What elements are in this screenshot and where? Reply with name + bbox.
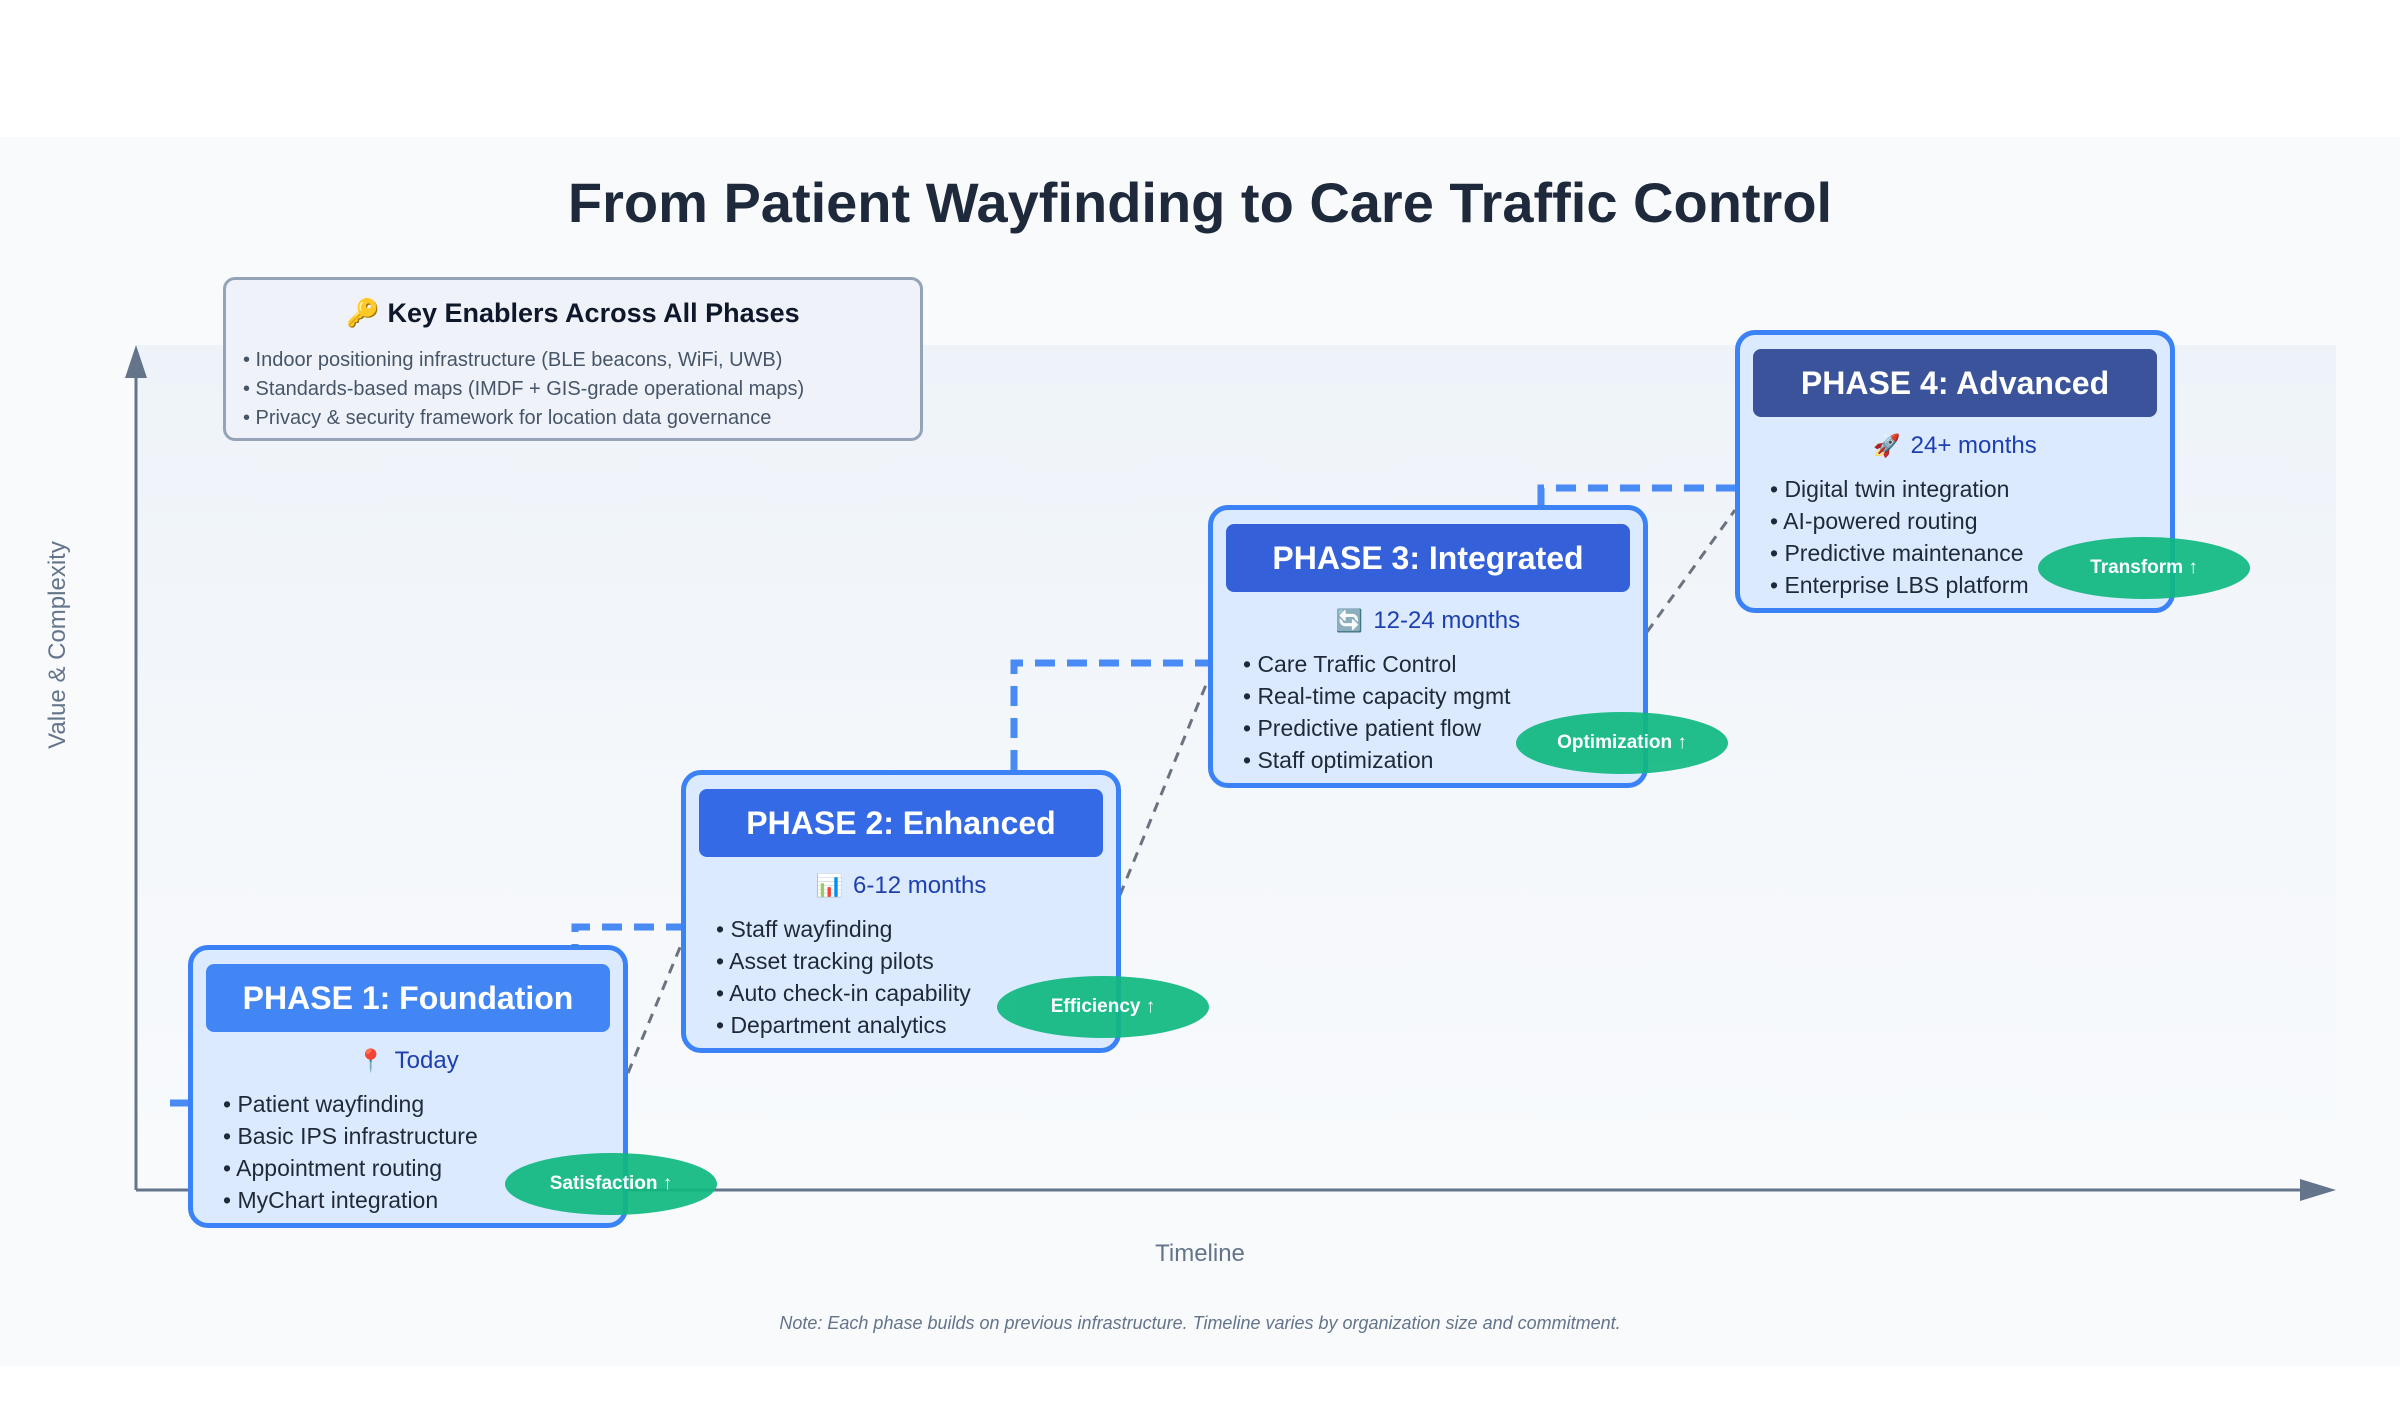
key-enablers-heading: 🔑 Key Enablers Across All Phases [346,298,800,328]
pushpin-icon: 📍 [357,1048,385,1073]
phase-feature: • Staff wayfinding [716,916,893,942]
phase-connector-2-3 [1118,679,1210,896]
rocket-icon: 🚀 [1873,433,1901,458]
phase-card-4: PHASE 4: Advanced 🚀24+ months • Digital … [1735,330,2175,613]
phase-feature-list: • Digital twin integration • AI-powered … [1770,473,2029,601]
x-axis-arrow-icon [2300,1179,2336,1201]
outcome-badge-3: Optimization ↑ [1516,712,1728,774]
bar-chart-icon: 📊 [815,873,843,898]
phase-feature: • Digital twin integration [1770,476,2010,502]
phase-feature: • Basic IPS infrastructure [223,1123,478,1149]
enabler-item: • Standards-based maps (IMDF + GIS-grade… [243,378,805,400]
phase-connector-1-2 [626,944,683,1074]
outcome-badge-1: Satisfaction ↑ [505,1153,717,1215]
phase-feature-list: • Care Traffic Control • Real-time capac… [1243,648,1511,776]
phase-feature: • MyChart integration [223,1187,439,1213]
key-icon: 🔑 [346,298,380,328]
phase-feature-list: • Staff wayfinding • Asset tracking pilo… [716,913,971,1041]
refresh-icon: 🔄 [1335,608,1364,633]
y-axis-label: Value & Complexity [44,541,71,749]
x-axis-label: Timeline [1155,1240,1245,1267]
phase-feature: • Auto check-in capability [716,980,971,1006]
progress-staircase [1010,659,1208,770]
y-axis-arrow-icon [125,345,147,378]
phase-card-3: PHASE 3: Integrated 🔄12-24 months • Care… [1208,505,1648,788]
phase-feature: • Enterprise LBS platform [1770,572,2029,598]
phase-timeframe: 📊6-12 months [815,872,987,899]
phase-feature: • Care Traffic Control [1243,651,1457,677]
outcome-badge-2: Efficiency ↑ [997,976,1209,1038]
key-enablers-list: • Indoor positioning infrastructure (BLE… [243,346,804,433]
phase-feature: • Department analytics [716,1012,947,1038]
phase-timeframe: 🚀24+ months [1873,432,2037,459]
phase-timeframe: 📍Today [357,1047,459,1074]
phase-feature: • Predictive maintenance [1770,540,2024,566]
phase-feature: • Staff optimization [1243,747,1434,773]
footnote: Note: Each phase builds on previous infr… [779,1313,1621,1333]
phase-timeframe: 🔄12-24 months [1335,607,1521,634]
phase-feature: • Appointment routing [223,1155,443,1181]
phase-connector-3-4 [1645,509,1737,633]
phase-feature: • Asset tracking pilots [716,948,934,974]
phase-feature: • Real-time capacity mgmt [1243,683,1511,709]
enabler-item: • Privacy & security framework for locat… [243,407,772,429]
outcome-badge-4: Transform ↑ [2038,537,2250,599]
phase-header: PHASE 2: Enhanced [699,789,1103,857]
diagram-title: From Patient Wayfinding to Care Traffic … [567,171,1833,234]
key-enablers-box: 🔑 Key Enablers Across All Phases • Indoo… [223,277,923,441]
phase-feature: • AI-powered routing [1770,508,1978,534]
phase-header: PHASE 3: Integrated [1226,524,1630,592]
phase-feature: • Patient wayfinding [223,1091,425,1117]
phase-feature-list: • Patient wayfinding • Basic IPS infrast… [223,1088,478,1216]
enabler-item: • Indoor positioning infrastructure (BLE… [243,349,783,371]
phase-header: PHASE 1: Foundation [206,964,610,1032]
phase-header: PHASE 4: Advanced [1753,349,2157,417]
progress-staircase [1537,484,1735,505]
phase-feature: • Predictive patient flow [1243,715,1482,741]
